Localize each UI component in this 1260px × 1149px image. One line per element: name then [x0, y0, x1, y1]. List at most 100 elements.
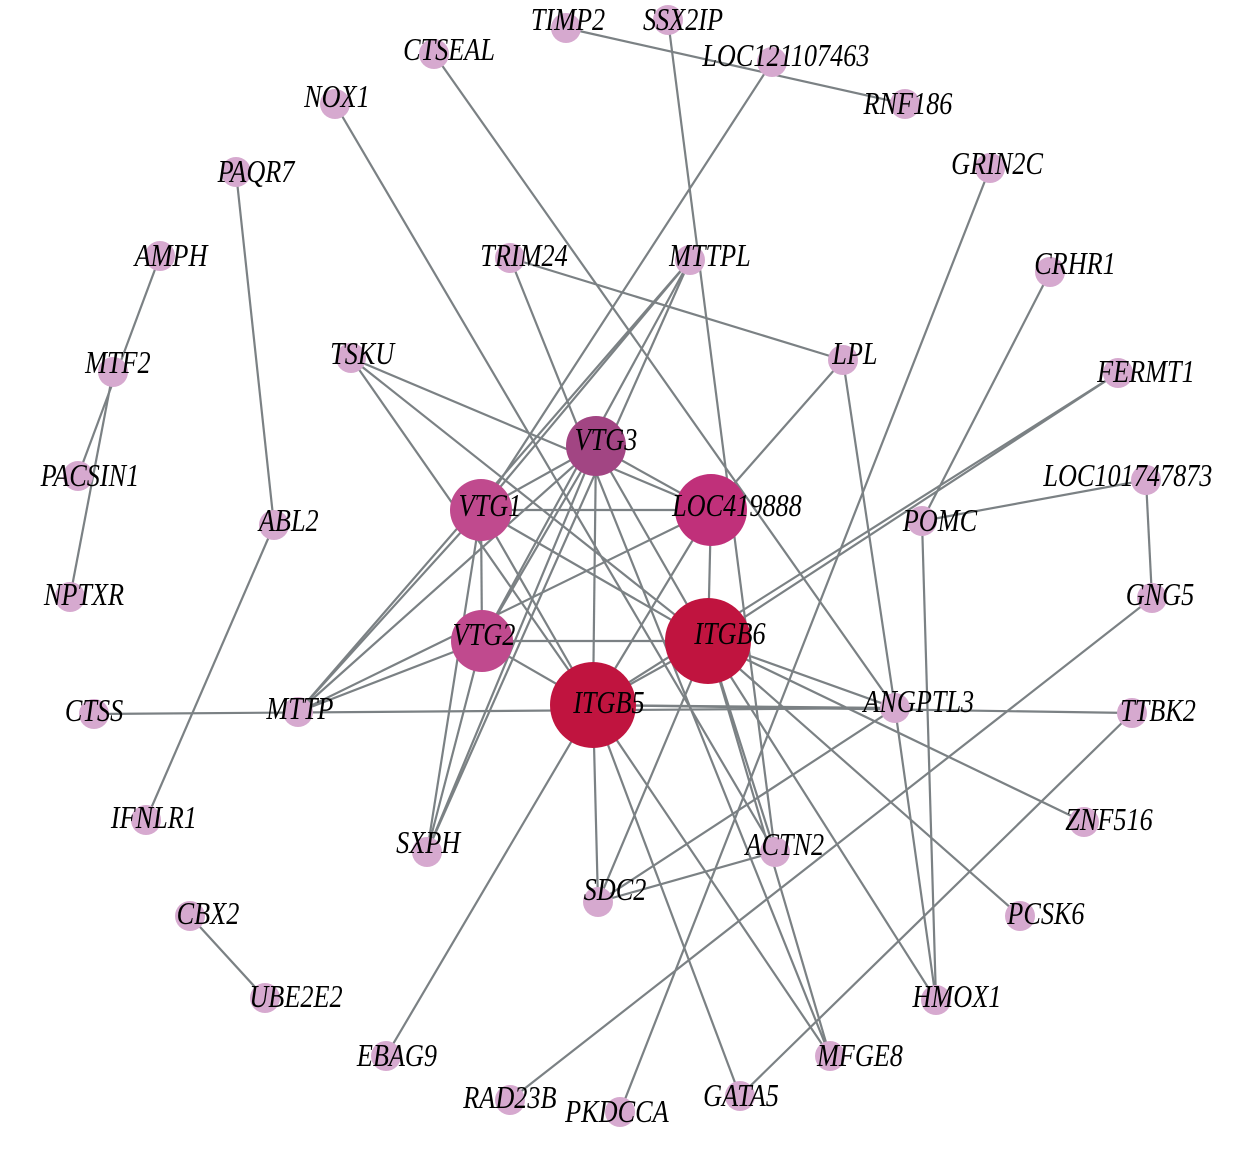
node-label-abl2: ABL2 — [257, 504, 319, 539]
node-actn2[interactable] — [760, 837, 790, 867]
node-label-vtg2: VTG2 — [453, 618, 516, 653]
edge-nox1-actn2 — [334, 103, 776, 853]
node-loc101747873[interactable] — [1131, 465, 1161, 495]
node-label-hmox1: HMOX1 — [912, 980, 1002, 1015]
node-fermt1[interactable] — [1103, 358, 1133, 388]
edge-crhr1-pomc — [921, 271, 1051, 522]
edge-tsku-loc419888 — [350, 356, 712, 512]
edge-vtg1-mttp — [297, 509, 482, 713]
node-ttbk2[interactable] — [1117, 698, 1147, 728]
edge-trim24-lpl — [509, 256, 844, 362]
edge-pomc-hmox1 — [920, 520, 938, 1001]
node-label-gng5: GNG5 — [1126, 578, 1195, 613]
edge-angptl3-sdc2 — [597, 707, 896, 903]
edge-abl2-ifnlr1 — [144, 524, 276, 821]
edge-itgb5-gata5 — [591, 704, 742, 1097]
edge-loc101747873-gng5 — [1144, 479, 1154, 599]
node-pkdcca[interactable] — [605, 1097, 635, 1127]
node-angptl3[interactable] — [880, 693, 910, 723]
node-pcsk6[interactable] — [1005, 901, 1035, 931]
node-itgb6[interactable] — [665, 598, 751, 684]
node-znf516[interactable] — [1069, 807, 1099, 837]
node-grin2c[interactable] — [975, 153, 1005, 183]
node-label-vtg1: VTG1 — [459, 489, 522, 524]
node-cbx2[interactable] — [175, 901, 205, 931]
node-ctseal[interactable] — [419, 39, 449, 69]
node-vtg2[interactable] — [451, 610, 513, 672]
edge-ttbk2-gata5 — [739, 712, 1133, 1097]
node-ifnlr1[interactable] — [131, 805, 161, 835]
edge-ctseal-angptl3 — [433, 53, 896, 709]
node-gng5[interactable] — [1137, 583, 1167, 613]
node-sdc2[interactable] — [583, 887, 613, 917]
node-mttp[interactable] — [283, 697, 313, 727]
edge-itgb6-hmox1 — [707, 640, 937, 1001]
node-vtg3[interactable] — [566, 416, 626, 476]
node-ebag9[interactable] — [371, 1041, 401, 1071]
node-nptxr[interactable] — [55, 582, 85, 612]
node-label-amph: AMPH — [133, 239, 209, 274]
node-label-sxph: SXPH — [396, 826, 462, 861]
node-pacsin1[interactable] — [63, 461, 93, 491]
node-label-grin2c: GRIN2C — [951, 147, 1043, 182]
node-timp2[interactable] — [551, 13, 581, 43]
node-amph[interactable] — [145, 241, 175, 271]
node-label-rad23b: RAD23B — [462, 1081, 556, 1116]
edge-grin2c-pkdcca — [618, 167, 992, 1113]
node-gata5[interactable] — [725, 1081, 755, 1111]
node-lpl[interactable] — [828, 345, 858, 375]
node-label-mfge8: MFGE8 — [816, 1039, 903, 1074]
node-abl2[interactable] — [259, 510, 289, 540]
node-label-ctseal: CTSEAL — [403, 33, 495, 68]
node-paqr7[interactable] — [221, 157, 251, 187]
node-nox1[interactable] — [320, 89, 350, 119]
node-label-pcsk6: PCSK6 — [1006, 897, 1084, 932]
node-ctss[interactable] — [79, 699, 109, 729]
node-ube2e2[interactable] — [250, 983, 280, 1013]
node-label-ssx2ip: SSX2IP — [643, 3, 723, 38]
node-label-vtg3: VTG3 — [575, 423, 638, 458]
node-label-gata5: GATA5 — [703, 1079, 779, 1114]
edge-fermt1-itgb6 — [707, 372, 1119, 642]
node-label-actn2: ACTN2 — [744, 828, 825, 863]
node-rad23b[interactable] — [495, 1085, 525, 1115]
node-label-loc101747873: LOC101747873 — [1042, 459, 1212, 494]
node-label-ttbk2: TTBK2 — [1120, 694, 1196, 729]
edge-itgb5-mfge8 — [592, 704, 831, 1057]
node-mtf2[interactable] — [98, 357, 128, 387]
node-vtg1[interactable] — [450, 479, 512, 541]
node-itgb5[interactable] — [550, 662, 636, 748]
node-label-cbx2: CBX2 — [177, 897, 240, 932]
node-label-pacsin1: PACSIN1 — [40, 459, 140, 494]
node-label-ebag9: EBAG9 — [356, 1039, 437, 1074]
node-label-rnf186: RNF186 — [863, 87, 953, 122]
node-label-angptl3: ANGPTL3 — [862, 685, 975, 720]
node-label-mtf2: MTF2 — [84, 346, 150, 381]
node-mfge8[interactable] — [815, 1041, 845, 1071]
node-label-tsku: TSKU — [330, 337, 396, 372]
edge-angptl3-hmox1 — [893, 707, 938, 1001]
edge-itgb5-angptl3 — [592, 703, 896, 710]
node-loc419888[interactable] — [675, 474, 747, 546]
node-rnf186[interactable] — [890, 89, 920, 119]
edge-gng5-rad23b — [509, 597, 1153, 1101]
node-ssx2ip[interactable] — [653, 5, 683, 35]
node-mttpl[interactable] — [675, 245, 705, 275]
node-loc121107463[interactable] — [757, 47, 787, 77]
edge-loc419888-mttp — [297, 509, 712, 713]
node-sxph[interactable] — [412, 837, 442, 867]
node-label-timp2: TIMP2 — [531, 3, 605, 38]
node-tsku[interactable] — [336, 343, 366, 373]
edge-znf516-itgb6 — [707, 640, 1085, 823]
node-hmox1[interactable] — [921, 985, 951, 1015]
edge-lpl-angptl3 — [841, 359, 897, 709]
edge-mtf2-nptxr — [68, 371, 115, 598]
node-label-itgb6: ITGB6 — [693, 617, 766, 652]
node-crhr1[interactable] — [1035, 257, 1065, 287]
node-pomc[interactable] — [907, 506, 937, 536]
node-label-loc121107463: LOC121107463 — [701, 39, 869, 74]
edge-ctss-angptl3 — [93, 706, 896, 716]
node-trim24[interactable] — [495, 243, 525, 273]
node-label-mttpl: MTTPL — [668, 239, 751, 274]
